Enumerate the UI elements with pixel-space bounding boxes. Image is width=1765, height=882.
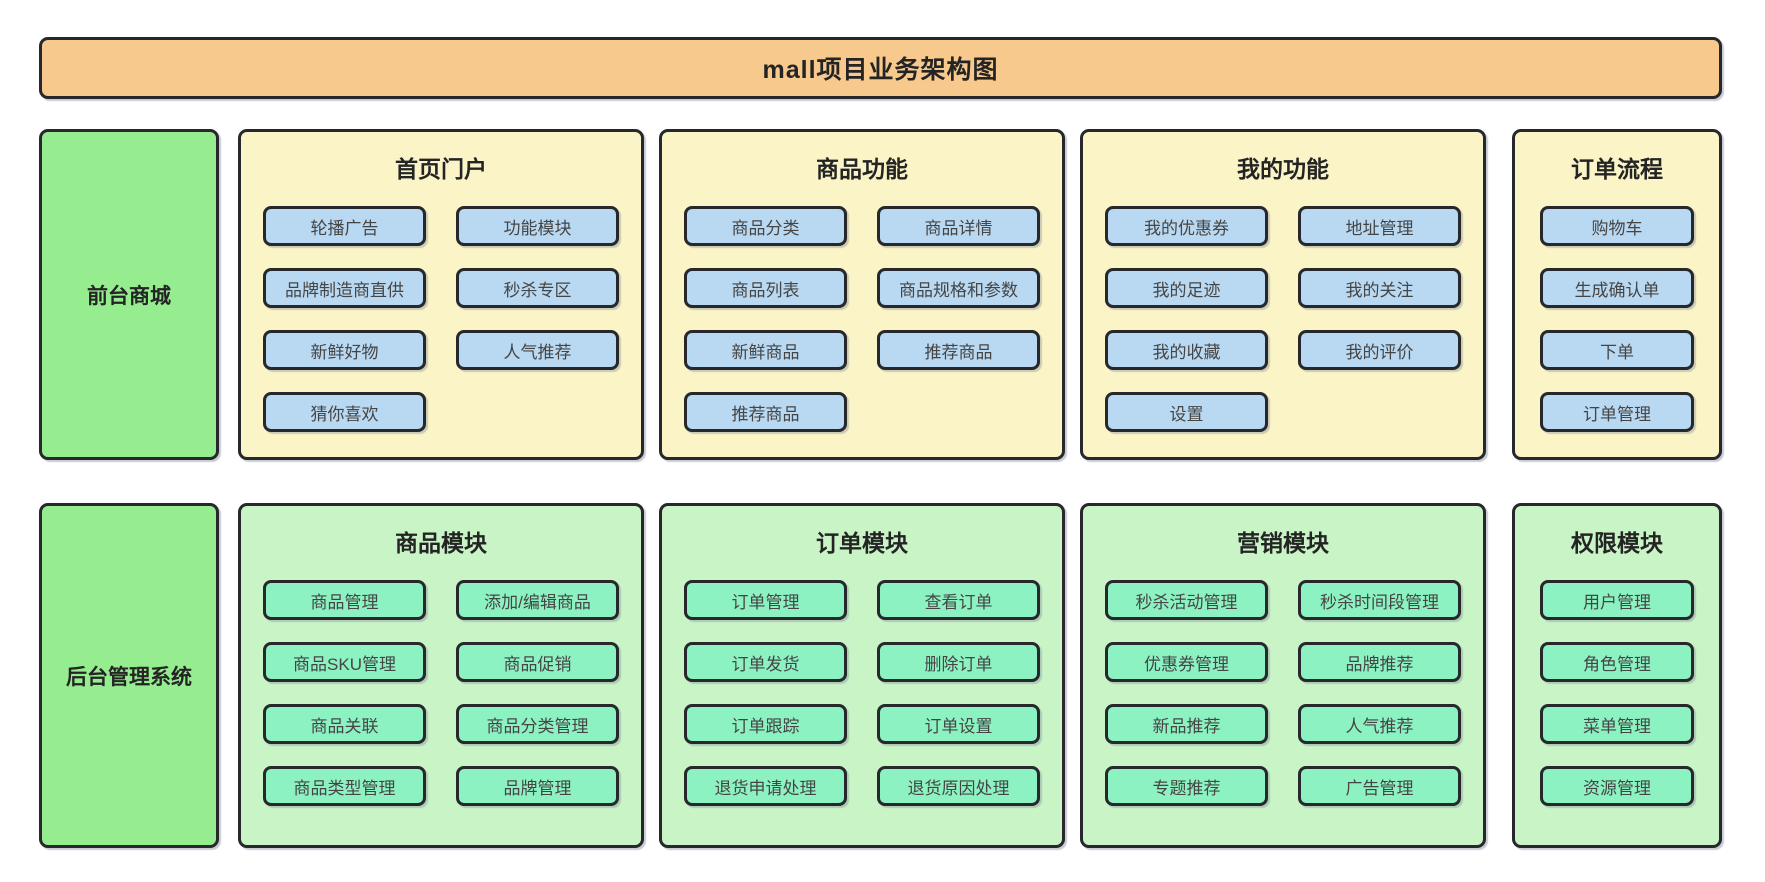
node-grid: 购物车生成确认单下单订单管理 [1540,206,1694,432]
diagram-node: 订单管理 [1540,392,1694,432]
panel-title: 订单模块 [816,530,908,556]
panel-r1-c3: 我的功能我的优惠券地址管理我的足迹我的关注我的收藏我的评价设置 [1080,129,1486,460]
diagram-node: 新品推荐 [1105,704,1268,744]
diagram-node: 我的优惠券 [1105,206,1268,246]
panel-r2-c3: 营销模块秒杀活动管理秒杀时间段管理优惠券管理品牌推荐新品推荐人气推荐专题推荐广告… [1080,503,1486,848]
diagram-node: 下单 [1540,330,1694,370]
diagram-node: 菜单管理 [1540,704,1694,744]
panel-r2-c1: 商品模块商品管理添加/编辑商品商品SKU管理商品促销商品关联商品分类管理商品类型… [238,503,644,848]
diagram-node: 我的足迹 [1105,268,1268,308]
diagram-row-1: 前台商城首页门户轮播广告功能模块品牌制造商直供秒杀专区新鲜好物人气推荐猜你喜欢商… [39,129,1722,460]
diagram-node: 我的关注 [1298,268,1461,308]
diagram-node: 商品SKU管理 [263,642,426,682]
node-grid: 商品管理添加/编辑商品商品SKU管理商品促销商品关联商品分类管理商品类型管理品牌… [263,580,619,806]
panel-r2-c2: 订单模块订单管理查看订单订单发货删除订单订单跟踪订单设置退货申请处理退货原因处理 [659,503,1065,848]
diagram-node: 添加/编辑商品 [456,580,619,620]
row-label: 后台管理系统 [39,503,219,848]
diagram-node: 我的评价 [1298,330,1461,370]
row-label: 前台商城 [39,129,219,460]
diagram-node: 我的收藏 [1105,330,1268,370]
diagram-node: 秒杀活动管理 [1105,580,1268,620]
diagram-node: 购物车 [1540,206,1694,246]
diagram-node: 商品规格和参数 [877,268,1040,308]
diagram-row-2: 后台管理系统商品模块商品管理添加/编辑商品商品SKU管理商品促销商品关联商品分类… [39,503,1722,848]
diagram-node: 商品管理 [263,580,426,620]
panel-title: 订单流程 [1571,156,1663,182]
diagram-node: 删除订单 [877,642,1040,682]
diagram-node: 退货原因处理 [877,766,1040,806]
node-grid: 用户管理角色管理菜单管理资源管理 [1540,580,1694,806]
panel-title: 商品功能 [816,156,908,182]
diagram-title: mall项目业务架构图 [762,56,999,84]
diagram-node: 人气推荐 [1298,704,1461,744]
panel-title: 首页门户 [395,156,487,182]
diagram-node: 商品关联 [263,704,426,744]
node-grid: 商品分类商品详情商品列表商品规格和参数新鲜商品推荐商品推荐商品 [684,206,1040,432]
diagram-node: 用户管理 [1540,580,1694,620]
panel-r1-c4: 订单流程购物车生成确认单下单订单管理 [1512,129,1722,460]
diagram-node: 品牌管理 [456,766,619,806]
diagram-node: 优惠券管理 [1105,642,1268,682]
panel-title: 商品模块 [395,530,487,556]
diagram-node: 订单管理 [684,580,847,620]
diagram-node: 商品分类管理 [456,704,619,744]
diagram-node: 专题推荐 [1105,766,1268,806]
node-grid: 秒杀活动管理秒杀时间段管理优惠券管理品牌推荐新品推荐人气推荐专题推荐广告管理 [1105,580,1461,806]
diagram-node: 订单发货 [684,642,847,682]
panel-title: 我的功能 [1237,156,1329,182]
diagram-node: 轮播广告 [263,206,426,246]
diagram-node: 商品类型管理 [263,766,426,806]
node-grid: 轮播广告功能模块品牌制造商直供秒杀专区新鲜好物人气推荐猜你喜欢 [263,206,619,432]
diagram-node: 功能模块 [456,206,619,246]
panel-r1-c1: 首页门户轮播广告功能模块品牌制造商直供秒杀专区新鲜好物人气推荐猜你喜欢 [238,129,644,460]
diagram-node: 品牌推荐 [1298,642,1461,682]
panel-r2-c4: 权限模块用户管理角色管理菜单管理资源管理 [1512,503,1722,848]
diagram-node: 资源管理 [1540,766,1694,806]
node-grid: 订单管理查看订单订单发货删除订单订单跟踪订单设置退货申请处理退货原因处理 [684,580,1040,806]
diagram-node: 地址管理 [1298,206,1461,246]
diagram-node: 查看订单 [877,580,1040,620]
panel-title: 权限模块 [1571,530,1663,556]
diagram-node: 角色管理 [1540,642,1694,682]
diagram-node: 退货申请处理 [684,766,847,806]
diagram-node: 商品列表 [684,268,847,308]
diagram-node: 秒杀时间段管理 [1298,580,1461,620]
diagram-node: 商品促销 [456,642,619,682]
diagram-node: 商品详情 [877,206,1040,246]
diagram-node: 订单跟踪 [684,704,847,744]
diagram-title-bar: mall项目业务架构图 [39,37,1722,99]
panel-title: 营销模块 [1237,530,1329,556]
diagram-node: 设置 [1105,392,1268,432]
panel-r1-c2: 商品功能商品分类商品详情商品列表商品规格和参数新鲜商品推荐商品推荐商品 [659,129,1065,460]
diagram-node: 品牌制造商直供 [263,268,426,308]
diagram-node: 新鲜商品 [684,330,847,370]
diagram-node: 新鲜好物 [263,330,426,370]
diagram-node: 广告管理 [1298,766,1461,806]
diagram-node: 订单设置 [877,704,1040,744]
diagram-node: 推荐商品 [877,330,1040,370]
node-grid: 我的优惠券地址管理我的足迹我的关注我的收藏我的评价设置 [1105,206,1461,432]
diagram-node: 秒杀专区 [456,268,619,308]
diagram-node: 人气推荐 [456,330,619,370]
diagram-node: 猜你喜欢 [263,392,426,432]
diagram-node: 推荐商品 [684,392,847,432]
diagram-node: 生成确认单 [1540,268,1694,308]
diagram-node: 商品分类 [684,206,847,246]
